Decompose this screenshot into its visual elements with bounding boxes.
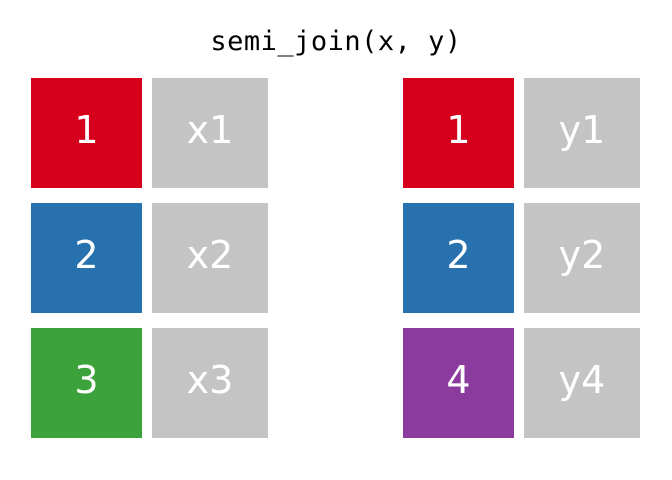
value-cell-label: y2 [558, 233, 606, 277]
value-cell: x1 [152, 78, 268, 188]
key-cell: 1 [403, 78, 514, 188]
value-cell-label: x2 [186, 233, 234, 277]
key-cell-label: 4 [446, 358, 471, 402]
key-cell-label: 1 [446, 108, 471, 152]
key-cell: 2 [403, 203, 514, 313]
key-cell-label: 2 [74, 233, 99, 277]
value-cell: y1 [524, 78, 640, 188]
value-cell: y2 [524, 203, 640, 313]
table-x: 1 x1 2 x2 3 x3 [31, 78, 268, 438]
table-row: 3 x3 [31, 328, 268, 438]
value-cell-label: y1 [558, 108, 606, 152]
value-cell: x3 [152, 328, 268, 438]
table-y: 1 y1 2 y2 4 y4 [403, 78, 640, 438]
key-cell: 3 [31, 328, 142, 438]
key-cell-label: 1 [74, 108, 99, 152]
value-cell-label: x3 [186, 358, 234, 402]
key-cell: 2 [31, 203, 142, 313]
page-title: semi_join(x, y) [210, 26, 462, 57]
value-cell-label: x1 [186, 108, 234, 152]
table-row: 1 y1 [403, 78, 640, 188]
value-cell: y4 [524, 328, 640, 438]
table-row: 4 y4 [403, 328, 640, 438]
key-cell: 1 [31, 78, 142, 188]
table-row: 2 x2 [31, 203, 268, 313]
key-cell: 4 [403, 328, 514, 438]
key-cell-label: 3 [74, 358, 99, 402]
value-cell: x2 [152, 203, 268, 313]
key-cell-label: 2 [446, 233, 471, 277]
table-row: 1 x1 [31, 78, 268, 188]
value-cell-label: y4 [558, 358, 606, 402]
table-row: 2 y2 [403, 203, 640, 313]
